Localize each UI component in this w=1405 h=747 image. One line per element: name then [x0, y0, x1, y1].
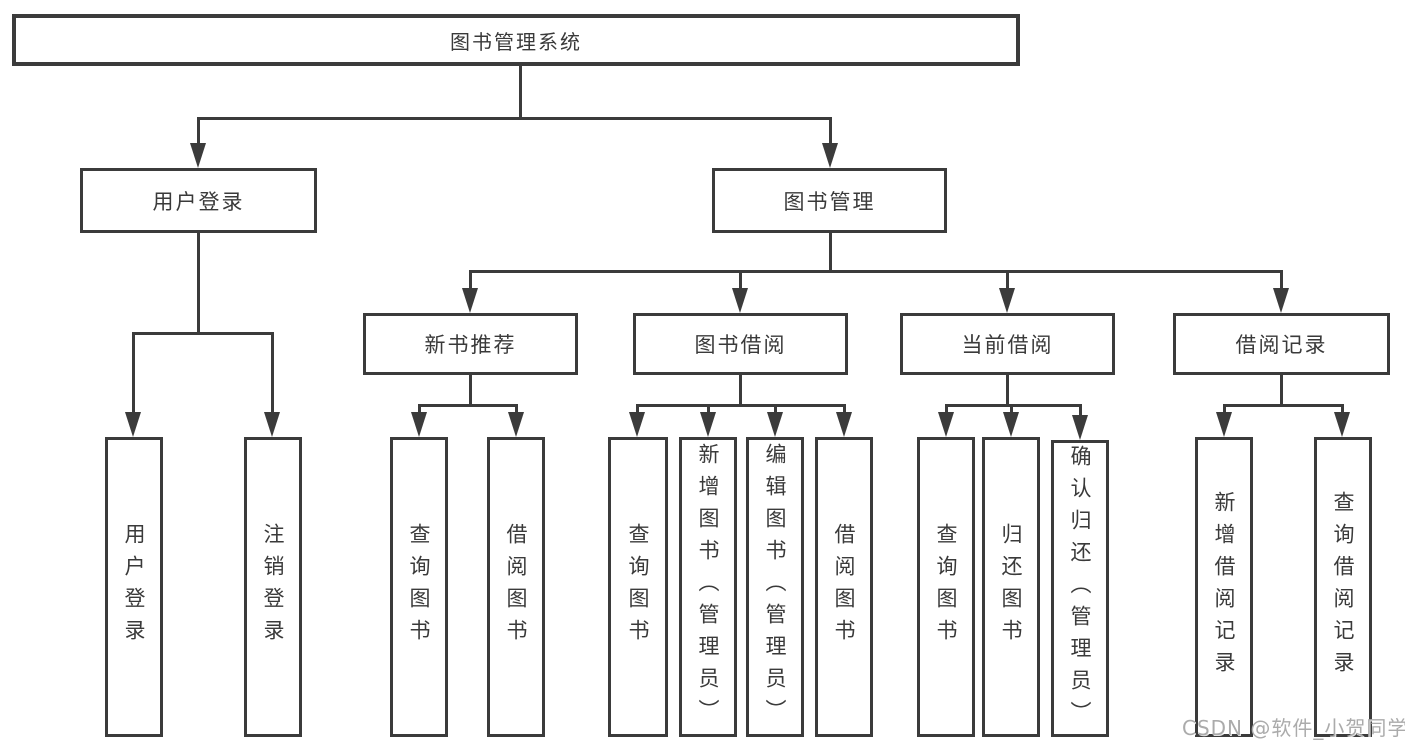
- arrowhead-down: [462, 288, 478, 313]
- arrowhead-down: [999, 288, 1015, 313]
- arrowhead-down: [264, 412, 280, 437]
- connector-line: [1006, 375, 1009, 407]
- node-edit-book-admin: 编辑图书（管理员）: [746, 437, 804, 737]
- arrowhead-down: [508, 412, 524, 437]
- arrowhead-down: [1003, 412, 1019, 437]
- node-current-borrowing: 当前借阅: [900, 313, 1115, 375]
- connector-line: [636, 404, 846, 407]
- connector-line: [132, 332, 274, 335]
- connector-line: [945, 405, 948, 415]
- node-borrow-books-borrowing: 借阅图书: [815, 437, 873, 737]
- connector-line: [469, 270, 472, 292]
- node-query-books-current: 查询图书: [917, 437, 975, 737]
- node-user-login-action: 用户登录: [105, 437, 163, 737]
- connector-line: [519, 66, 522, 120]
- connector-line: [636, 405, 639, 415]
- node-query-books-borrowing: 查询图书: [608, 437, 668, 737]
- arrowhead-down: [1334, 412, 1350, 437]
- connector-line: [707, 405, 710, 415]
- connector-line: [1223, 405, 1226, 415]
- connector-line: [829, 233, 832, 273]
- connector-line: [843, 405, 846, 415]
- connector-line: [515, 405, 518, 415]
- connector-line: [418, 405, 421, 415]
- arrowhead-down: [938, 412, 954, 437]
- connector-line: [1010, 405, 1013, 415]
- arrowhead-down: [190, 143, 206, 168]
- node-borrow-books-recommend: 借阅图书: [487, 437, 545, 737]
- arrowhead-down: [1072, 415, 1088, 440]
- connector-line: [197, 117, 832, 120]
- connector-line: [774, 405, 777, 415]
- node-confirm-return-admin: 确认归还（管理员）: [1051, 440, 1109, 737]
- connector-line: [469, 270, 1283, 273]
- connector-line: [739, 375, 742, 407]
- connector-line: [829, 118, 832, 148]
- connector-line: [1280, 270, 1283, 292]
- node-user-login: 用户登录: [80, 168, 317, 233]
- connector-line: [197, 233, 200, 335]
- node-add-book-admin: 新增图书（管理员）: [679, 437, 737, 737]
- connector-line: [1079, 405, 1082, 415]
- node-new-book-recommend: 新书推荐: [363, 313, 578, 375]
- arrowhead-down: [732, 288, 748, 313]
- connector-line: [739, 270, 742, 292]
- arrowhead-down: [1216, 412, 1232, 437]
- node-logout-action: 注销登录: [244, 437, 302, 737]
- arrowhead-down: [1273, 288, 1289, 313]
- arrowhead-down: [767, 412, 783, 437]
- node-query-books-recommend: 查询图书: [390, 437, 448, 737]
- node-book-borrowing: 图书借阅: [633, 313, 848, 375]
- connector-line: [132, 333, 135, 415]
- node-book-management: 图书管理: [712, 168, 947, 233]
- connector-line: [1341, 405, 1344, 415]
- node-borrowing-records: 借阅记录: [1173, 313, 1390, 375]
- arrowhead-down: [836, 412, 852, 437]
- connector-line: [469, 375, 472, 407]
- arrowhead-down: [125, 412, 141, 437]
- csdn-watermark: CSDN @软件_小贺同学: [1182, 716, 1405, 740]
- connector-line: [197, 118, 200, 148]
- arrowhead-down: [411, 412, 427, 437]
- node-return-books: 归还图书: [982, 437, 1040, 737]
- connector-line: [271, 333, 274, 415]
- node-add-borrow-record: 新增借阅记录: [1195, 437, 1253, 737]
- arrowhead-down: [700, 412, 716, 437]
- connector-line: [1280, 375, 1283, 407]
- connector-line: [1223, 404, 1344, 407]
- arrowhead-down: [822, 143, 838, 168]
- node-root: 图书管理系统: [12, 14, 1020, 66]
- connector-line: [418, 404, 518, 407]
- connector-line: [945, 404, 1082, 407]
- node-query-borrow-record: 查询借阅记录: [1314, 437, 1372, 737]
- arrowhead-down: [629, 412, 645, 437]
- connector-line: [1006, 270, 1009, 292]
